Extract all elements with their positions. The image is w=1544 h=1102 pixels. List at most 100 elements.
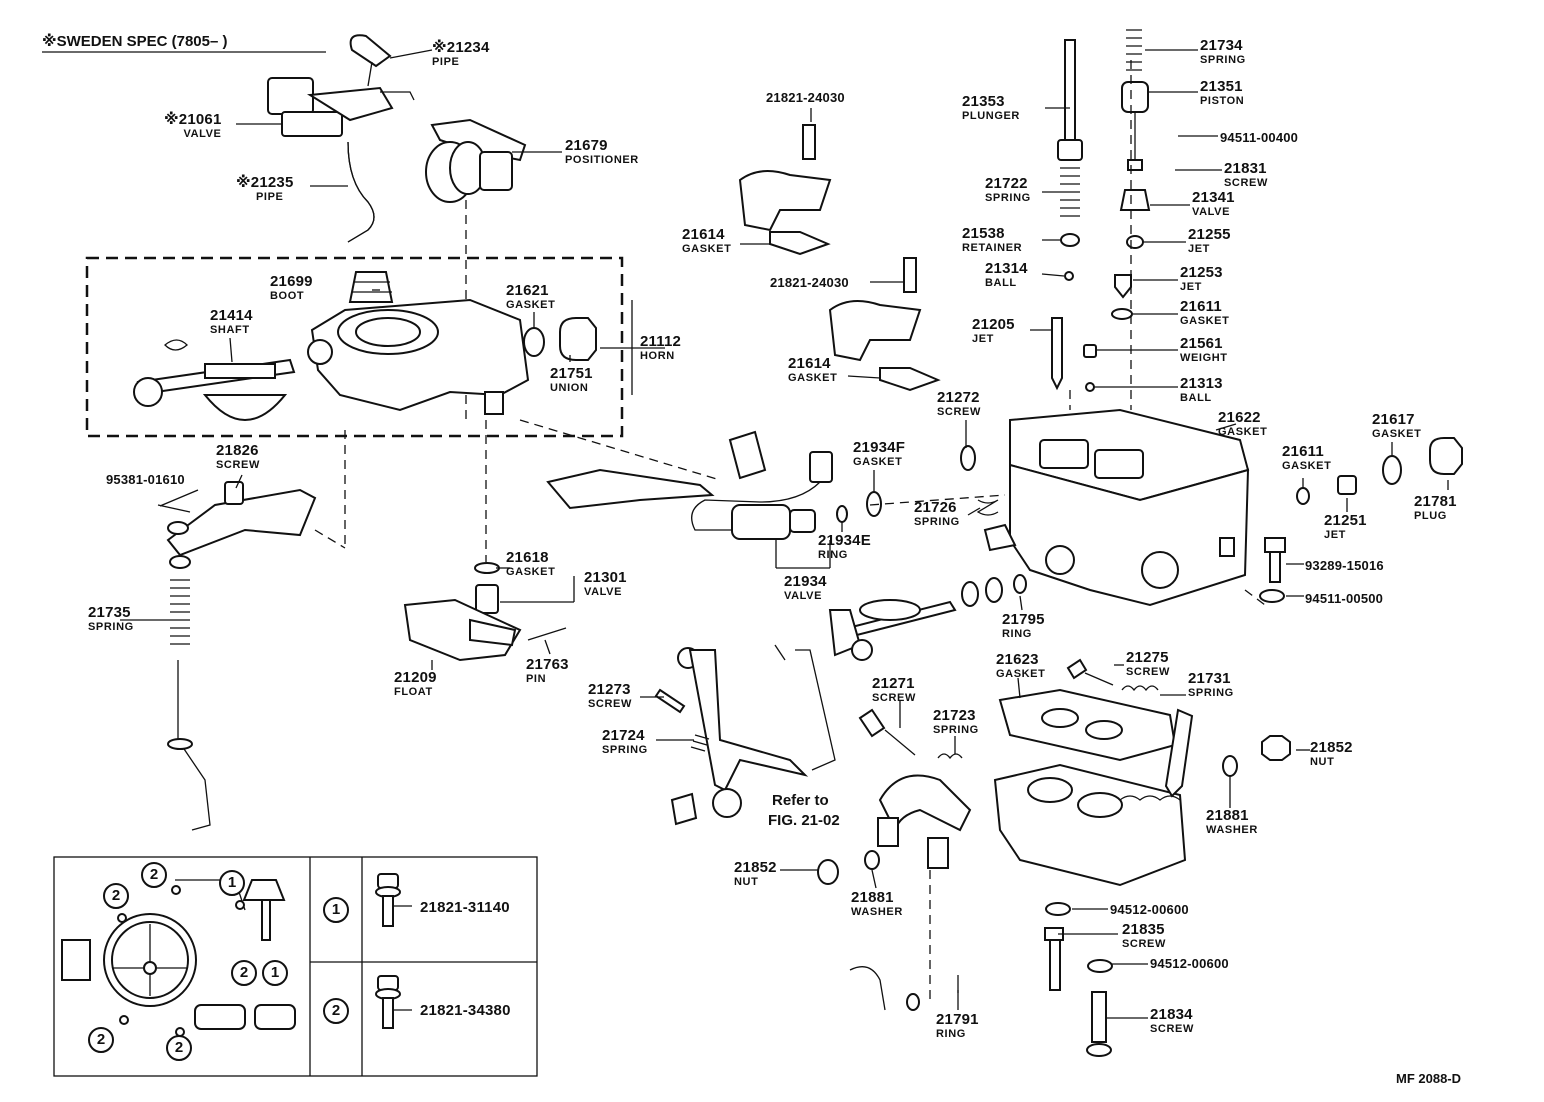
label-94512-00600-top: 94512-00600 bbox=[1110, 902, 1189, 918]
sweden-valve-assembly bbox=[267, 34, 415, 243]
label-94511-00400: 94511-00400 bbox=[1220, 130, 1298, 146]
part-number: 21934E bbox=[818, 532, 871, 549]
part-number: 21731 bbox=[1188, 670, 1231, 687]
part-name: SCREW bbox=[588, 698, 632, 710]
bracket-drawing bbox=[738, 124, 941, 392]
part-number: 21253 bbox=[1180, 264, 1223, 281]
part-name: VALVE bbox=[784, 590, 823, 602]
part-name: BALL bbox=[985, 277, 1017, 289]
part-number: 21621 bbox=[506, 282, 549, 299]
part-name: SCREW bbox=[1150, 1023, 1194, 1035]
part-name: SPRING bbox=[933, 724, 979, 736]
part-name: WEIGHT bbox=[1180, 352, 1228, 364]
part-name: SCREW bbox=[937, 406, 981, 418]
part-number: 21852 bbox=[734, 859, 777, 876]
part-name: GASKET bbox=[506, 566, 556, 578]
part-number: 94511-00500 bbox=[1305, 591, 1384, 606]
label-21821-24030-top: 21821-24030 bbox=[766, 90, 845, 106]
part-name: GASKET bbox=[1180, 315, 1230, 327]
inset-callout: 1 bbox=[262, 960, 288, 986]
part-name: UNION bbox=[550, 382, 589, 394]
part-number: 21273 bbox=[588, 681, 631, 698]
label-21821-24030-mid: 21821-24030 bbox=[770, 275, 849, 291]
leader-lines bbox=[120, 49, 1449, 1019]
part-name: WASHER bbox=[851, 906, 903, 918]
inset-callout: 2 bbox=[88, 1027, 114, 1053]
throttle-shaft-drawing bbox=[828, 574, 1027, 661]
part-number: 94512-00600 bbox=[1110, 902, 1189, 917]
part-name: PLUG bbox=[1414, 510, 1447, 522]
horn-group-box bbox=[85, 256, 624, 438]
adjusting-screws-drawing bbox=[858, 658, 1159, 760]
part-name: SHAFT bbox=[210, 324, 250, 336]
inset-row-part: 21821-31140 bbox=[420, 899, 510, 916]
part-name: PISTON bbox=[1200, 95, 1245, 107]
part-number: 21795 bbox=[1002, 611, 1045, 628]
part-number: 21205 bbox=[972, 316, 1015, 333]
part-name: GASKET bbox=[1218, 426, 1268, 438]
part-number: 21835 bbox=[1122, 921, 1165, 938]
part-name: SPRING bbox=[914, 516, 960, 528]
part-number: 21614 bbox=[788, 355, 831, 372]
part-name: RING bbox=[1002, 628, 1032, 640]
part-number: 21751 bbox=[550, 365, 593, 382]
part-name: JET bbox=[1188, 243, 1210, 255]
spec-note: ※SWEDEN SPEC (7805– ) bbox=[42, 33, 228, 50]
part-number: 94512-00600 bbox=[1150, 956, 1229, 971]
part-number: 94511-00400 bbox=[1220, 130, 1299, 145]
part-name: JET bbox=[972, 333, 994, 345]
part-name: NUT bbox=[1310, 756, 1335, 768]
part-number: 93289-15016 bbox=[1305, 558, 1384, 573]
refer-note-line1: Refer to bbox=[772, 792, 829, 809]
part-number: ※21061 bbox=[164, 111, 222, 128]
part-name: GASKET bbox=[682, 243, 732, 255]
part-number: 21763 bbox=[526, 656, 569, 673]
part-name: SPRING bbox=[1188, 687, 1234, 699]
part-number: 21618 bbox=[506, 549, 549, 566]
part-number: 21679 bbox=[565, 137, 608, 154]
part-number: 21617 bbox=[1372, 411, 1415, 428]
carburetor-body-drawing bbox=[869, 408, 1266, 607]
horn-assembly-drawing bbox=[133, 271, 597, 421]
part-number: 21723 bbox=[933, 707, 976, 724]
part-name: WASHER bbox=[1206, 824, 1258, 836]
part-name: NUT bbox=[734, 876, 759, 888]
part-name: PIPE bbox=[432, 56, 460, 68]
part-name: SCREW bbox=[1224, 177, 1268, 189]
part-number: 21735 bbox=[88, 604, 131, 621]
part-number: 21314 bbox=[985, 260, 1028, 277]
part-name: PIPE bbox=[256, 191, 284, 203]
part-number: 21934F bbox=[853, 439, 906, 456]
part-name: SPRING bbox=[985, 192, 1031, 204]
part-number: 21699 bbox=[270, 273, 313, 290]
part-name: RING bbox=[936, 1028, 966, 1040]
